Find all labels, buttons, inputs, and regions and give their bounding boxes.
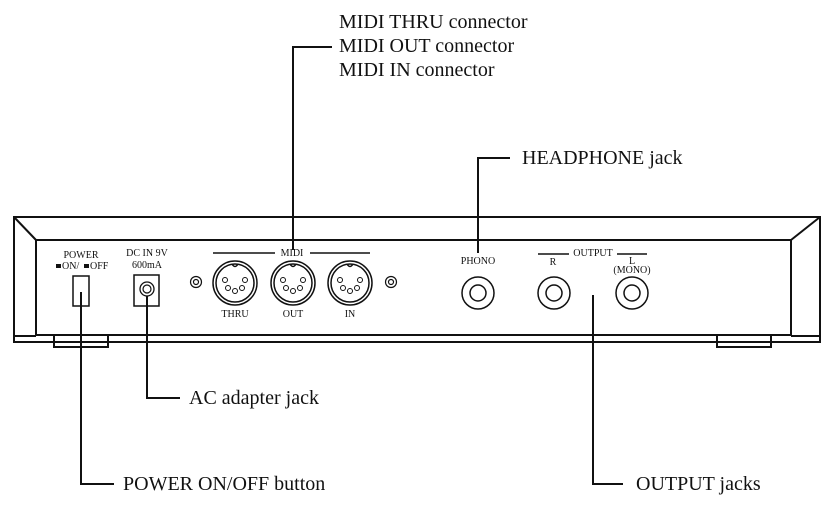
dc-in-jack <box>139 281 155 297</box>
callout-midi-thru: MIDI THRU connector <box>339 11 528 33</box>
leader-power <box>80 292 114 485</box>
foot-right <box>716 336 772 348</box>
output-l-label: L <box>629 256 635 267</box>
midi-in-label: IN <box>345 309 356 320</box>
screw-left <box>189 275 203 289</box>
output-mono-label: (MONO) <box>613 265 650 276</box>
midi-out-connector[interactable] <box>270 260 316 306</box>
midi-thru-label: THRU <box>221 309 249 320</box>
din-key-notch <box>346 263 354 268</box>
din-pin <box>232 288 238 294</box>
midi-thru-connector-rim <box>215 263 255 303</box>
output-r-jack[interactable] <box>537 276 571 310</box>
leader-midi <box>292 46 332 250</box>
screw-right <box>384 275 398 289</box>
leader-headphone <box>477 157 510 253</box>
midi-thru-connector[interactable] <box>212 260 258 306</box>
din-pin <box>225 285 231 291</box>
phono-label: PHONO <box>461 256 495 267</box>
midi-in-connector-rim <box>330 263 370 303</box>
din-key-notch <box>231 263 239 268</box>
output-l-jack[interactable] <box>615 276 649 310</box>
callout-power: POWER ON/OFF button <box>123 473 326 495</box>
din-pin <box>337 277 343 283</box>
panel-face <box>36 239 792 336</box>
output-r-label: R <box>550 257 557 268</box>
midi-out-label: OUT <box>283 309 304 320</box>
din-pin <box>347 288 353 294</box>
midi-group-label: MIDI <box>281 248 304 259</box>
output-group-label: OUTPUT <box>573 248 612 259</box>
callout-ac-adapter: AC adapter jack <box>189 387 319 409</box>
midi-in-connector[interactable] <box>327 260 373 306</box>
din-pin <box>283 285 289 291</box>
callout-output: OUTPUT jacks <box>636 473 761 495</box>
phono-jack[interactable] <box>461 276 495 310</box>
din-pin <box>340 285 346 291</box>
dc-in-label: DC IN 9V <box>126 248 168 259</box>
power-off-label: OFF <box>90 261 109 272</box>
din-pin <box>357 277 363 283</box>
din-key-notch <box>289 263 297 268</box>
din-pin <box>242 277 248 283</box>
din-pin <box>297 285 303 291</box>
callout-midi-in: MIDI IN connector <box>339 59 495 81</box>
din-pin <box>300 277 306 283</box>
dc-current-label: 600mA <box>132 260 163 271</box>
din-pin <box>290 288 296 294</box>
callout-midi-out: MIDI OUT connector <box>339 35 515 57</box>
power-on-label: ON/ <box>62 261 79 272</box>
power-title: POWER <box>64 250 99 261</box>
callout-headphone: HEADPHONE jack <box>522 147 683 169</box>
leader-ac-adapter <box>146 296 180 399</box>
din-pin <box>222 277 228 283</box>
midi-out-connector-rim <box>273 263 313 303</box>
din-pin <box>354 285 360 291</box>
leader-output <box>592 295 623 485</box>
din-pin <box>239 285 245 291</box>
din-pin <box>280 277 286 283</box>
chassis-outline <box>13 216 821 343</box>
